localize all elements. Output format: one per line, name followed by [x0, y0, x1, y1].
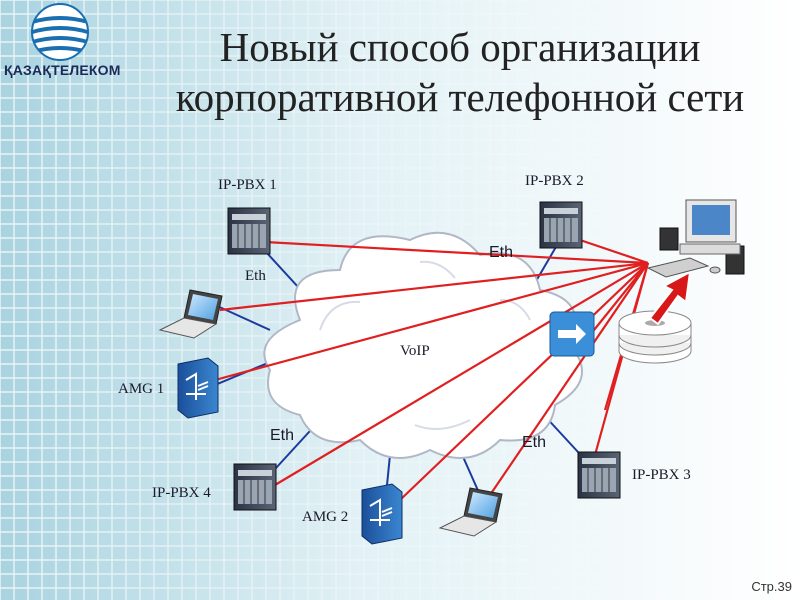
ipbx2-server-icon: [539, 201, 583, 249]
ipbx1-label: IP-PBX 1: [218, 177, 277, 193]
logo-text: ҚАЗАҚТЕЛЕКОМ: [4, 62, 121, 78]
red-link-amg2: [399, 262, 649, 501]
ipbx3-label: IP-PBX 3: [632, 467, 691, 483]
voip-cloud-label: VoIP: [400, 343, 430, 359]
red-link-laptop2: [489, 262, 649, 496]
ipbx4-server-icon: [233, 463, 277, 511]
red-link-router: [589, 262, 649, 336]
eth-label-ipbx2: Eth: [489, 244, 514, 261]
router-icon: [549, 311, 595, 357]
amg1-gateway-icon: [177, 357, 219, 419]
ipbx1-server-icon: [227, 207, 271, 255]
red-link-ipbx1: [264, 240, 649, 265]
red-link-ipbx4: [274, 262, 649, 486]
workstation-icon: [646, 199, 745, 278]
red-link-amg1: [214, 261, 649, 382]
eth-label-ipbx1: Eth: [245, 268, 266, 284]
globe-icon: [31, 3, 89, 61]
red-arrow-icon: [648, 270, 692, 326]
red-link-ipbx2: [579, 238, 649, 265]
ipbx3-server-icon: [577, 451, 621, 499]
title-line-2: корпоративной телефонной сети: [175, 74, 745, 120]
amg2-label: AMG 2: [302, 509, 349, 525]
amg2-gateway-icon: [361, 483, 403, 545]
page-title: Новый способ организации корпоративной т…: [120, 22, 800, 122]
ipbx2-label: IP-PBX 2: [525, 173, 584, 189]
laptop1-icon: [158, 289, 223, 339]
ipbx4-label: IP-PBX 4: [152, 485, 211, 501]
laptop2-icon: [438, 487, 503, 537]
title-line-1: Новый способ организации: [219, 24, 701, 70]
eth-label-ipbx4: Eth: [270, 427, 295, 444]
page-number: Стр.39: [751, 579, 792, 594]
amg1-label: AMG 1: [118, 381, 165, 397]
eth-label-ipbx3: Eth: [522, 434, 547, 451]
red-link-laptop1: [219, 261, 649, 312]
